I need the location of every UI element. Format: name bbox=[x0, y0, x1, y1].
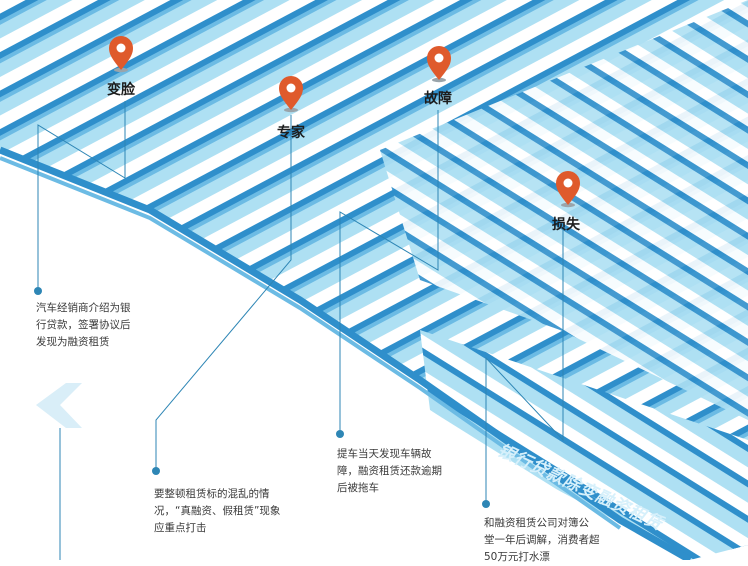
leader-lines bbox=[37, 101, 564, 560]
callout-line: 要整顿租赁标的混乱的情 bbox=[154, 488, 270, 500]
callout-line: 堂一年后调解，消费者超 bbox=[484, 534, 600, 546]
leader-dots bbox=[34, 287, 490, 508]
callout-line: 后被拖车 bbox=[337, 482, 379, 494]
callout-line: 况，“真融资、假租赁”现象 bbox=[154, 505, 281, 517]
map-pin-icon bbox=[556, 171, 580, 208]
pin-label-biànliǎn: 变脸 bbox=[107, 82, 135, 98]
callout-line: 和融资租赁公司对簿公 bbox=[484, 517, 589, 529]
callout-fault: 提车当天发现车辆故 障，融资租赁还款逾期 后被拖车 bbox=[337, 446, 442, 497]
callout-line: 发现为融资租赁 bbox=[36, 336, 110, 348]
callout-line: 提车当天发现车辆故 bbox=[337, 448, 432, 460]
callout-dealer: 汽车经销商介绍为银 行贷款，签署协议后 发现为融资租赁 bbox=[36, 300, 131, 351]
map-pin-icon bbox=[279, 76, 303, 113]
callout-line: 50万元打水漂 bbox=[484, 551, 550, 563]
chevron-left-icon bbox=[36, 383, 82, 428]
map-pin-icon bbox=[109, 36, 133, 73]
callout-line: 障，融资租赁还款逾期 bbox=[337, 465, 442, 477]
pin-label-fault: 故障 bbox=[424, 91, 452, 107]
callout-expert: 要整顿租赁标的混乱的情 况，“真融资、假租赁”现象 应重点打击 bbox=[154, 486, 280, 537]
callout-line: 行贷款，签署协议后 bbox=[36, 319, 131, 331]
pin-label-loss: 损失 bbox=[552, 217, 580, 233]
callout-loss: 和融资租赁公司对簿公 堂一年后调解，消费者超 50万元打水漂 bbox=[484, 515, 600, 566]
map-pin-icon bbox=[427, 46, 451, 83]
callout-line: 汽车经销商介绍为银 bbox=[36, 302, 131, 314]
pin-label-expert: 专家 bbox=[277, 125, 305, 141]
callout-line: 应重点打击 bbox=[154, 522, 207, 534]
